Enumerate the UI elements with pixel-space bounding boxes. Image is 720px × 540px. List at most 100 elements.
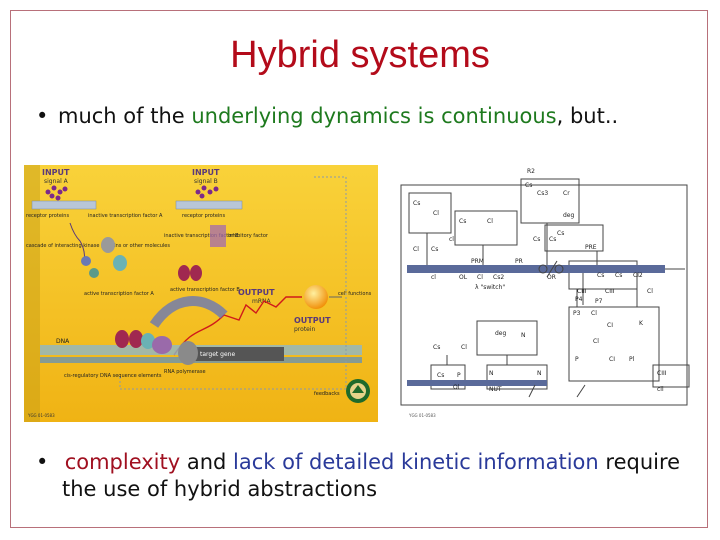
svg-text:N: N	[521, 332, 526, 339]
svg-text:λ "switch": λ "switch"	[475, 284, 505, 291]
slide-title: Hybrid systems	[230, 34, 490, 76]
cascade-molecules	[69, 222, 99, 278]
circuit-labels: R2 Cs Cs3 Cr deg Cs Cl Cs Cl Cl Cs cl Cs…	[413, 168, 667, 393]
active-tf-b-label: active transcription factor B	[170, 287, 240, 293]
svg-text:OR: OR	[547, 274, 556, 281]
svg-text:Cl: Cl	[591, 310, 597, 317]
cis-regulatory-label: cis-regulatory DNA sequence elements	[64, 373, 162, 379]
output-protein-title: OUTPUT	[294, 316, 331, 325]
svg-text:Cl: Cl	[647, 288, 653, 295]
svg-text:Cs: Cs	[413, 200, 420, 207]
signal-b-label: signal B	[194, 178, 218, 185]
complexity-highlight: complexity	[64, 450, 181, 474]
target-gene-label: target gene	[200, 351, 235, 358]
svg-text:Ol: Ol	[453, 384, 460, 391]
output-protein-label: protein	[294, 326, 316, 333]
svg-text:PRE: PRE	[585, 244, 597, 251]
cell-functions-label: cell functions	[338, 291, 372, 297]
svg-text:Cr: Cr	[563, 190, 570, 197]
svg-text:PRM: PRM	[471, 258, 484, 265]
receptor-a-label: receptor proteins	[26, 213, 69, 219]
membrane-a	[31, 200, 97, 210]
circuit-wires	[400, 184, 688, 406]
input-a-label: INPUT	[42, 168, 70, 177]
svg-text:Cl: Cl	[461, 344, 467, 351]
svg-text:K: K	[639, 320, 644, 327]
output-protein-ball	[304, 285, 328, 309]
slide-frame	[10, 10, 708, 528]
svg-text:PR: PR	[515, 258, 523, 265]
bullet2-post: require	[598, 450, 681, 474]
svg-text:NUT: NUT	[489, 386, 502, 393]
left-figure-code: YGG 01-0583	[27, 413, 55, 418]
svg-text:deg: deg	[563, 212, 575, 219]
inactive-tf-a-shape	[101, 237, 115, 253]
svg-text:Cs: Cs	[437, 372, 444, 379]
signal-b-molecules	[195, 185, 219, 199]
svg-text:cl: cl	[449, 236, 454, 243]
bullet-marker-2: •	[36, 450, 49, 474]
receptor-b-label: receptor proteins	[182, 213, 225, 219]
svg-text:Cs: Cs	[433, 344, 440, 351]
svg-text:CIII: CIII	[605, 288, 615, 295]
svg-text:Cs: Cs	[459, 218, 466, 225]
output-mrna-label: mRNA	[252, 298, 272, 305]
feedbacks-label: feedbacks	[314, 391, 340, 397]
bullet-dynamics: • much of the underlying dynamics is cont…	[36, 103, 618, 130]
svg-text:N: N	[537, 370, 542, 377]
bullet-text-post: , but..	[556, 104, 619, 128]
svg-text:cll: cll	[657, 386, 664, 393]
promoter-complex	[115, 330, 198, 365]
tf-a-shape	[113, 255, 127, 271]
tf-b-right	[190, 265, 202, 281]
svg-text:Cs3: Cs3	[537, 190, 548, 197]
svg-text:cl: cl	[431, 274, 436, 281]
svg-text:P: P	[457, 372, 461, 379]
svg-text:Cs: Cs	[533, 236, 540, 243]
svg-text:P: P	[575, 356, 579, 363]
circuit-bus-right	[583, 265, 665, 273]
diagram-edge	[24, 165, 40, 422]
doe-seal	[346, 379, 370, 403]
inactive-tf-b-label: inactive transcription factor B	[164, 233, 239, 239]
svg-text:Pl: Pl	[629, 356, 635, 363]
circuit-bus-bottom	[407, 380, 547, 386]
signal-a-label: signal A	[44, 178, 69, 185]
svg-text:R2: R2	[527, 168, 535, 175]
svg-text:N: N	[489, 370, 494, 377]
mrna-strand	[173, 296, 302, 356]
svg-text:OL: OL	[459, 274, 468, 281]
rna-polymerase-label: RNA polymerase	[164, 369, 206, 375]
membrane-b	[175, 200, 243, 210]
bullet-marker: •	[36, 104, 49, 128]
bullet2-mid: and	[180, 450, 234, 474]
svg-text:Cs: Cs	[431, 246, 438, 253]
activation-arrow	[149, 296, 228, 328]
bullet-highlight: underlying dynamics is continuous	[191, 104, 557, 128]
circuit-switches	[528, 260, 586, 398]
svg-text:Cs: Cs	[557, 230, 564, 237]
bullet-abstractions: • complexity and lack of detailed kineti…	[36, 449, 696, 503]
circuit-bus-top	[407, 265, 583, 273]
dna-label: DNA	[56, 338, 70, 345]
svg-text:P7: P7	[595, 298, 603, 305]
gene-regulation-diagram: INPUT signal A INPUT signal B receptor p…	[24, 165, 378, 422]
inactive-tf-a-label: inactive transcription factor A	[88, 213, 163, 219]
svg-text:Cs: Cs	[597, 272, 604, 279]
inhibitory-factor-block	[210, 225, 226, 247]
svg-text:Cl: Cl	[433, 210, 439, 217]
target-gene-block	[188, 347, 284, 361]
svg-text:Cl: Cl	[413, 246, 419, 253]
svg-text:CIII: CIII	[657, 370, 667, 377]
svg-text:Cl: Cl	[487, 218, 493, 225]
svg-text:Cs: Cs	[549, 236, 556, 243]
bullet-text-pre: much of the	[58, 104, 192, 128]
right-figure-code: YGG 01-0583	[408, 413, 436, 418]
cascade-label: cascade of interacting kinase proteins o…	[26, 243, 170, 249]
svg-text:Cl: Cl	[593, 338, 599, 345]
svg-text:CI: CI	[609, 356, 615, 363]
svg-text:deg: deg	[495, 330, 507, 337]
svg-text:Cl: Cl	[477, 274, 483, 281]
feedback-path	[119, 176, 347, 390]
svg-text:CI: CI	[607, 322, 613, 329]
